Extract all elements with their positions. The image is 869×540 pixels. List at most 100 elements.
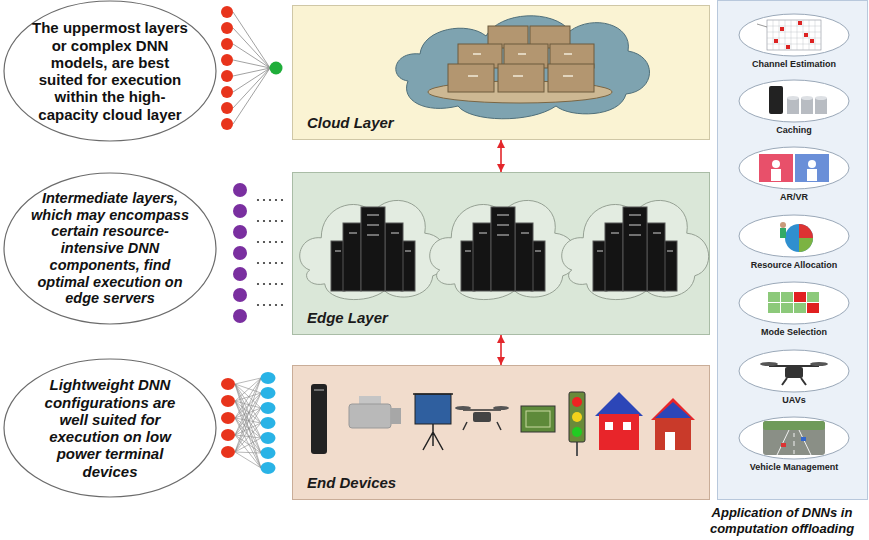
illustration-part <box>576 442 578 456</box>
illustration-part <box>794 292 806 302</box>
illustration-part <box>807 292 819 302</box>
illustration-part <box>314 389 324 391</box>
application-item: Mode Selection <box>737 280 851 340</box>
illustration-part <box>572 412 582 422</box>
double-arrow <box>500 140 502 172</box>
illustration-part <box>270 62 283 75</box>
illustration-part <box>768 303 780 313</box>
illustration-part <box>233 183 247 197</box>
illustration-part <box>281 199 283 201</box>
illustration-part <box>785 224 813 252</box>
illustration-part <box>777 430 811 455</box>
illustration-part <box>430 200 577 299</box>
illustration-part <box>275 199 277 201</box>
illustration-part <box>771 169 781 181</box>
caching-icon <box>737 78 851 124</box>
illustration-part <box>739 417 849 459</box>
callout-ellipse: The uppermost layers or complex DNN mode… <box>3 0 217 142</box>
callout-text: The uppermost layers or complex DNN mode… <box>31 19 189 123</box>
layer-band: End Devices <box>292 365 710 500</box>
illustration-part <box>233 246 247 260</box>
illustration-part <box>801 96 813 100</box>
illustration-part <box>430 200 577 299</box>
illustration-part <box>221 38 233 50</box>
vehicle-icon <box>737 415 851 461</box>
illustration-part <box>794 303 806 313</box>
illustration-part <box>269 262 271 264</box>
middle-net <box>233 183 283 323</box>
application-label: Resource Allocation <box>731 260 857 270</box>
illustration-part <box>263 304 265 306</box>
illustration-part <box>233 309 247 323</box>
illustration-part <box>768 292 780 302</box>
illustration-part <box>221 118 233 130</box>
illustration-part <box>781 292 793 302</box>
illustration-part <box>548 64 594 92</box>
illustration-part <box>810 362 828 366</box>
top-net <box>221 6 283 130</box>
illustration-part <box>221 86 233 98</box>
illustration-part <box>498 64 544 92</box>
application-label: Caching <box>731 125 857 135</box>
illustration-part <box>807 169 817 181</box>
illustration-part <box>269 283 271 285</box>
application-label: Mode Selection <box>731 327 857 337</box>
uav-icon <box>737 348 851 394</box>
illustration-part <box>780 222 786 228</box>
illustration-part <box>221 429 235 441</box>
mode-selection-icon <box>737 280 851 326</box>
ellipse-shape <box>4 1 216 141</box>
illustration-part <box>801 98 813 114</box>
illustration-part <box>300 200 447 299</box>
illustration-part <box>655 418 691 450</box>
illustration-part <box>739 350 849 392</box>
illustration-part <box>415 394 451 424</box>
illustration-part <box>261 372 276 384</box>
application-label: AR/VR <box>731 192 857 202</box>
illustration-part <box>221 6 233 18</box>
application-item: Vehicle Management <box>737 415 851 475</box>
illustration-part <box>781 303 793 313</box>
ar-vr-icon <box>737 145 851 191</box>
illustration-part <box>739 215 849 257</box>
illustration-part <box>233 12 270 124</box>
illustration-part <box>269 199 271 201</box>
callout-text-box: Intermediate layers, which may encompass… <box>31 190 189 307</box>
illustration-part <box>221 70 233 82</box>
illustration-part <box>593 207 677 291</box>
illustration-part <box>787 96 799 100</box>
illustration-part <box>769 366 819 385</box>
illustration-part <box>780 27 784 31</box>
channel-estimation-icon <box>737 12 851 58</box>
illustration-part <box>461 207 545 291</box>
illustration-part <box>461 207 545 291</box>
illustration-part <box>261 387 276 399</box>
illustration-part <box>763 421 825 430</box>
illustration-part <box>774 39 778 43</box>
layer-label: Cloud Layer <box>307 114 394 131</box>
illustration-part <box>623 422 631 430</box>
illustration-part <box>257 199 283 306</box>
illustration-part <box>396 16 650 119</box>
illustration-part <box>281 220 283 222</box>
illustration-part <box>269 220 271 222</box>
bottom-net <box>221 372 276 474</box>
layer-label: End Devices <box>307 474 396 491</box>
illustration-part <box>281 304 283 306</box>
illustration-part <box>221 395 235 407</box>
callout-text: Lightweight DNN configurations are well … <box>31 376 189 480</box>
resource-allocation-icon <box>737 213 851 259</box>
illustration-part <box>521 406 555 432</box>
illustration-part <box>804 33 808 37</box>
illustration-part <box>780 228 786 238</box>
illustration-part <box>739 282 849 324</box>
illustration-part <box>263 199 265 201</box>
illustration-part <box>269 304 271 306</box>
illustration-part <box>263 220 265 222</box>
illustration-part <box>787 98 799 114</box>
application-label: Channel Estimation <box>731 59 857 69</box>
application-item: AR/VR <box>737 145 851 205</box>
ellipse-shape <box>4 359 216 497</box>
illustration-part <box>396 16 650 119</box>
illustration-part <box>772 160 780 168</box>
